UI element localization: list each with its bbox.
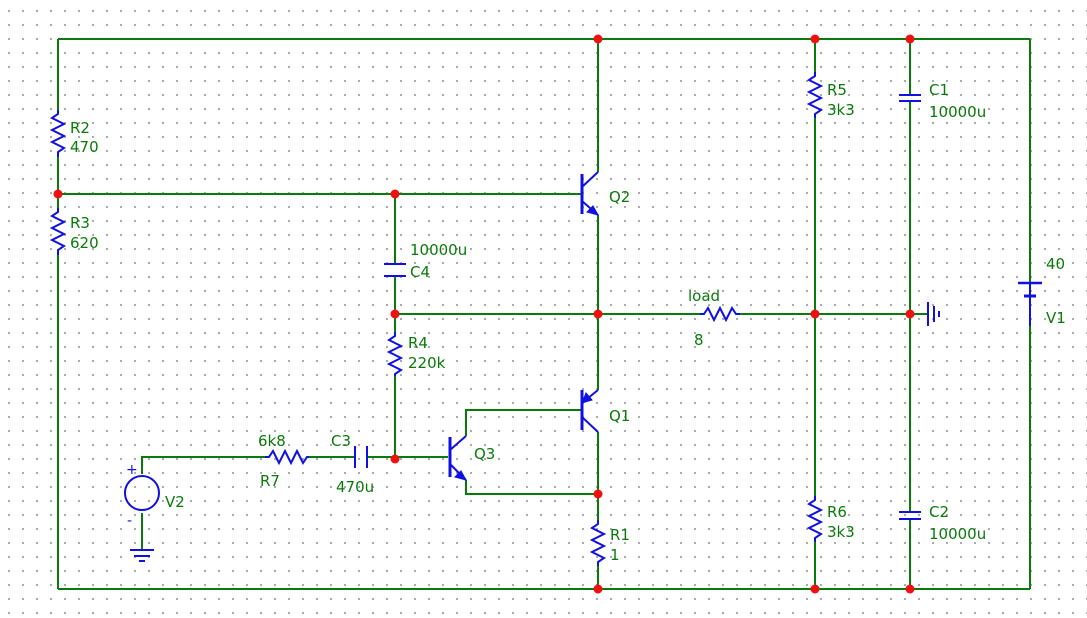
resistor-r3[interactable]: [49, 208, 67, 255]
component-labels: R2 470 R3 620 R4 220k R5 3k3 R6 3k3 R1 1…: [70, 81, 1066, 564]
junction-node: [593, 489, 603, 499]
ground-symbol-right: [927, 302, 940, 326]
c3-ref: C3: [331, 432, 351, 450]
v1-value: 40: [1046, 255, 1065, 273]
resistor-r1[interactable]: [589, 520, 607, 566]
wire-q3-collector: [465, 409, 582, 436]
resistor-r5[interactable]: [806, 72, 824, 118]
voltage-source-v2[interactable]: + -: [124, 462, 160, 529]
junction-node: [810, 34, 820, 44]
v2-plus-sign: +: [126, 462, 138, 478]
junction-node: [593, 584, 603, 594]
c2-ref: C2: [929, 503, 949, 521]
c4-value: 10000u: [410, 241, 467, 259]
junction-node: [905, 34, 915, 44]
capacitor-c4[interactable]: [384, 263, 406, 277]
v2-minus-sign: -: [127, 513, 132, 529]
capacitor-c1[interactable]: [899, 94, 921, 102]
wire-q3-emitter: [465, 480, 598, 495]
resistor-r4[interactable]: [386, 332, 404, 376]
transistor-q1[interactable]: [580, 389, 599, 433]
v1-ref: V1: [1046, 309, 1066, 327]
junction-node: [593, 34, 603, 44]
v2-ref: V2: [165, 493, 185, 511]
r7-value: 6k8: [258, 432, 286, 450]
r7-ref: R7: [260, 472, 280, 490]
r5-ref: R5: [827, 81, 847, 99]
q3-ref: Q3: [474, 445, 495, 463]
transistor-q2[interactable]: [580, 171, 600, 216]
load-value: 8: [694, 331, 704, 349]
capacitor-c3[interactable]: [354, 446, 368, 468]
r2-value: 470: [70, 138, 99, 156]
transistor-q3[interactable]: [448, 435, 468, 481]
junction-node: [593, 309, 603, 319]
load-ref: load: [688, 287, 720, 305]
q1-ref: Q1: [609, 407, 630, 425]
junction-node: [390, 309, 400, 319]
ground-symbol-v2: [130, 549, 154, 562]
r6-value: 3k3: [827, 523, 855, 541]
resistor-load[interactable]: [700, 305, 740, 323]
r4-ref: R4: [408, 334, 428, 352]
r1-value: 1: [610, 546, 620, 564]
wire-input: [141, 456, 448, 474]
c2-value: 10000u: [929, 525, 986, 543]
q2-ref: Q2: [609, 188, 630, 206]
r6-ref: R6: [827, 503, 847, 521]
junction-node: [905, 309, 915, 319]
c1-ref: C1: [929, 81, 949, 99]
r3-ref: R3: [70, 214, 90, 232]
capacitor-c2[interactable]: [899, 511, 921, 520]
battery-v1[interactable]: [1018, 281, 1042, 326]
r5-value: 3k3: [827, 101, 855, 119]
r3-value: 620: [70, 234, 99, 252]
wires: [57, 38, 1031, 590]
junction-nodes: [53, 34, 915, 594]
junction-node: [390, 454, 400, 464]
r1-ref: R1: [610, 526, 630, 544]
c3-value: 470u: [336, 478, 374, 496]
r4-value: 220k: [408, 354, 446, 372]
junction-node: [810, 584, 820, 594]
junction-node: [810, 309, 820, 319]
c1-value: 10000u: [929, 103, 986, 121]
junction-node: [390, 189, 400, 199]
resistor-r2[interactable]: [49, 110, 67, 157]
resistor-r6[interactable]: [806, 496, 824, 542]
junction-node: [53, 189, 63, 199]
c4-ref: C4: [410, 263, 430, 281]
junction-node: [905, 584, 915, 594]
r2-ref: R2: [70, 119, 90, 137]
resistor-r7[interactable]: [265, 448, 309, 466]
